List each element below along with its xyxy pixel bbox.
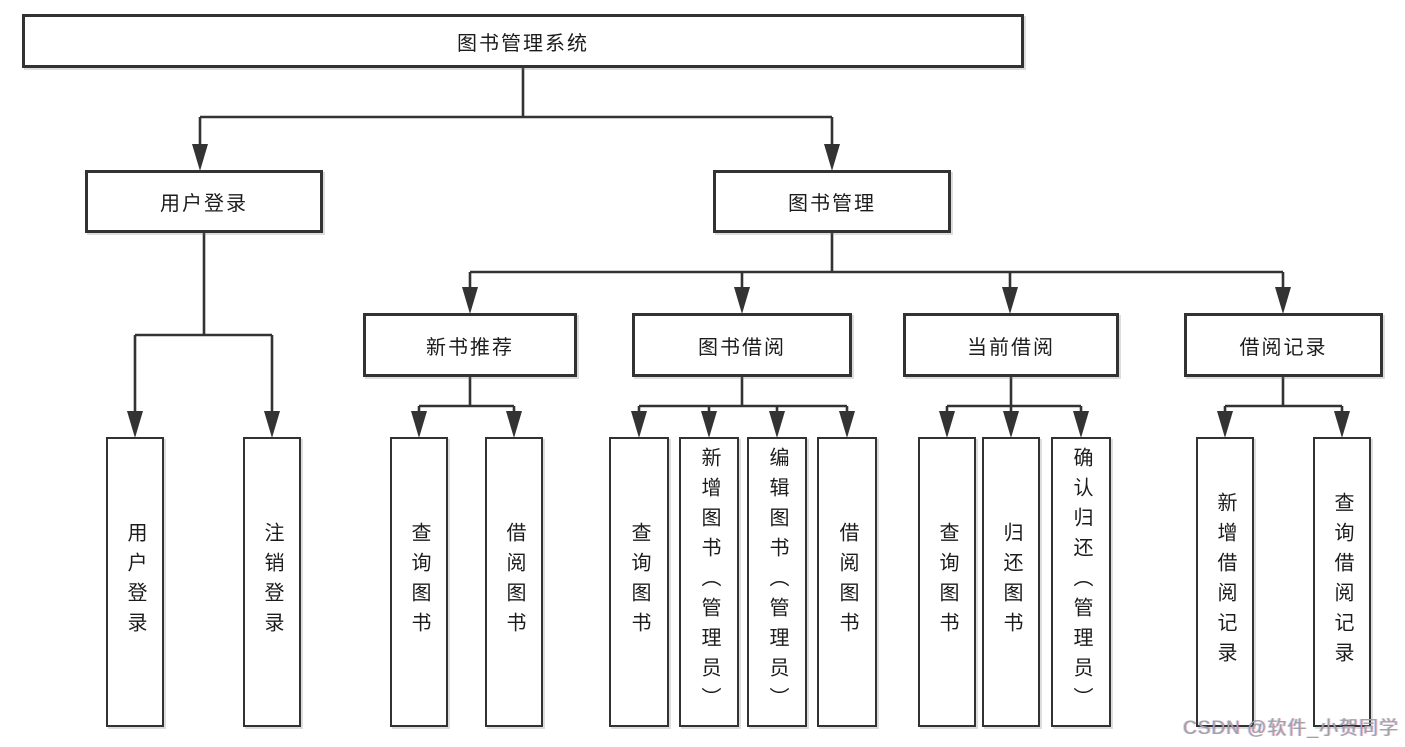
arrowhead [769, 411, 785, 438]
csdn-watermark: CSDN @软件_小贺同学 [1183, 718, 1399, 739]
node-book-management: 图书管理 [713, 170, 951, 233]
node-root-system: 图书管理系统 [22, 14, 1024, 68]
arrowhead [701, 411, 717, 438]
leaf-confirm-return-admin: 确认归还（管理员） [1051, 437, 1111, 727]
node-label: 查询借阅记录 [1331, 492, 1353, 672]
node-label: 查询图书 [408, 522, 430, 642]
arrowhead [824, 144, 840, 171]
arrowhead [1275, 287, 1291, 314]
node-label: 新增借阅记录 [1214, 492, 1236, 672]
arrowhead [1002, 287, 1018, 314]
node-borrow-record: 借阅记录 [1184, 313, 1383, 377]
node-label: 借阅记录 [1239, 336, 1328, 359]
leaf-borrow-book-recommend: 借阅图书 [485, 437, 543, 727]
node-label: 用户登录 [160, 193, 248, 215]
leaf-add-book-admin: 新增图书（管理员） [679, 437, 739, 727]
leaf-add-borrow-record: 新增借阅记录 [1196, 437, 1254, 727]
node-book-borrow: 图书借阅 [632, 313, 852, 377]
arrowhead [1334, 411, 1350, 438]
node-label: 借阅图书 [503, 522, 525, 642]
leaf-query-book-current: 查询图书 [918, 437, 976, 727]
arrowhead [631, 411, 647, 438]
node-label: 查询图书 [936, 522, 958, 642]
leaf-query-book-borrow: 查询图书 [609, 437, 669, 727]
node-label: 新书推荐 [426, 336, 514, 359]
node-label: 图书管理系统 [457, 32, 589, 55]
node-label: 图书借阅 [698, 336, 786, 359]
node-label: 查询图书 [628, 522, 650, 642]
arrowhead [939, 411, 955, 438]
leaf-query-book-recommend: 查询图书 [390, 437, 448, 727]
node-label: 注销登录 [261, 522, 283, 642]
arrowhead [506, 411, 522, 438]
arrowhead [1073, 411, 1089, 438]
node-label: 新增图书（管理员） [698, 447, 720, 717]
node-current-borrow: 当前借阅 [903, 313, 1119, 377]
arrowhead [462, 287, 478, 314]
leaf-query-borrow-record: 查询借阅记录 [1313, 437, 1371, 727]
leaf-borrow-book: 借阅图书 [817, 437, 877, 727]
arrowhead [264, 411, 280, 438]
node-new-book-recommend: 新书推荐 [363, 313, 577, 377]
leaf-edit-book-admin: 编辑图书（管理员） [747, 437, 807, 727]
node-label: 用户登录 [124, 522, 146, 642]
arrowhead [839, 411, 855, 438]
arrowhead [411, 411, 427, 438]
arrowhead [127, 411, 143, 438]
arrowhead [734, 287, 750, 314]
leaf-return-book: 归还图书 [982, 437, 1040, 727]
node-label: 确认归还（管理员） [1070, 447, 1092, 717]
arrowhead [1217, 411, 1233, 438]
leaf-logout: 注销登录 [243, 437, 301, 727]
node-label: 图书管理 [788, 193, 876, 215]
node-label: 借阅图书 [836, 522, 858, 642]
node-label: 归还图书 [1000, 522, 1022, 642]
node-label: 当前借阅 [967, 336, 1055, 359]
arrowhead [192, 144, 208, 171]
arrowhead [1003, 411, 1019, 438]
node-user-login: 用户登录 [85, 170, 323, 233]
leaf-user-login: 用户登录 [106, 437, 164, 727]
node-label: 编辑图书（管理员） [766, 447, 788, 717]
